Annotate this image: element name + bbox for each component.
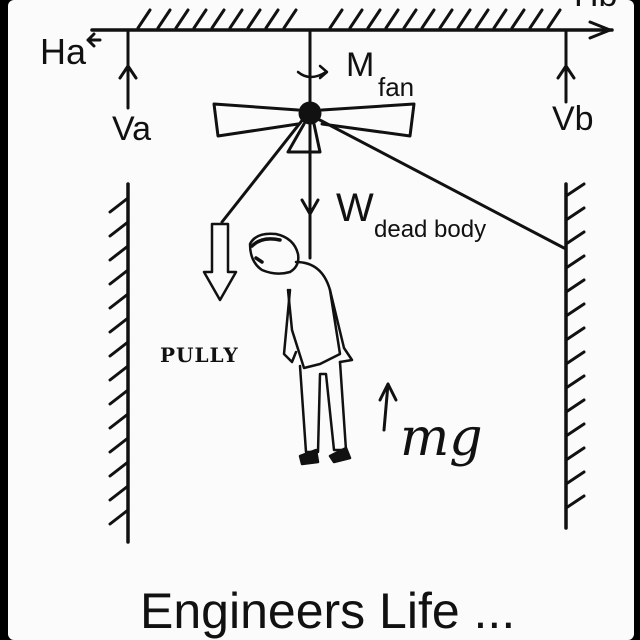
figure-head [248, 232, 300, 275]
pulley-rope [202, 116, 306, 302]
left-wall-hatch-marks [108, 196, 130, 526]
fan-moment-arrow [296, 64, 329, 80]
ceiling-hatch-marks [136, 8, 562, 30]
hb-label: Hb [574, 0, 617, 12]
hanging-stick-figure [248, 232, 354, 466]
pulley-force-arrow [202, 222, 238, 302]
ceiling-hatch [90, 8, 614, 40]
figure-arm-left [282, 288, 298, 364]
right-rope [314, 116, 566, 250]
weight-subscript-label: dead body [374, 216, 487, 243]
figure-legs [298, 360, 348, 454]
paper-background [8, 0, 634, 640]
weight-symbol-label: W [336, 186, 374, 230]
mg-arrow [378, 382, 398, 432]
weight-arrow [300, 198, 320, 216]
pulley-label: PULLY [160, 343, 239, 367]
hanging-rope [300, 120, 320, 260]
va-label: Va [112, 110, 152, 148]
figure-feet [298, 446, 352, 466]
left-wall-hatch [108, 182, 130, 544]
fan-blade-front [286, 122, 322, 154]
caption: Engineers Life ... [140, 583, 516, 639]
right-support [556, 28, 576, 104]
va-arrow [118, 64, 138, 80]
figure-arm-right [328, 288, 354, 364]
ceiling-right-arrow [588, 20, 612, 40]
vb-arrow [556, 64, 576, 80]
moment-subscript-label: fan [378, 72, 415, 102]
fan-blade-right [320, 102, 416, 138]
ha-label: Ha [40, 31, 87, 72]
vb-label: Vb [552, 100, 594, 138]
right-wall-hatch-marks [564, 182, 586, 510]
left-support [86, 28, 138, 110]
mg-label: mg [400, 408, 483, 468]
figure-torso [286, 260, 342, 370]
moment-symbol-label: M [346, 46, 375, 84]
right-wall-hatch [564, 182, 586, 530]
figure-hair [250, 237, 282, 264]
ha-arrow [86, 32, 102, 48]
fan-blade-left [212, 102, 300, 138]
